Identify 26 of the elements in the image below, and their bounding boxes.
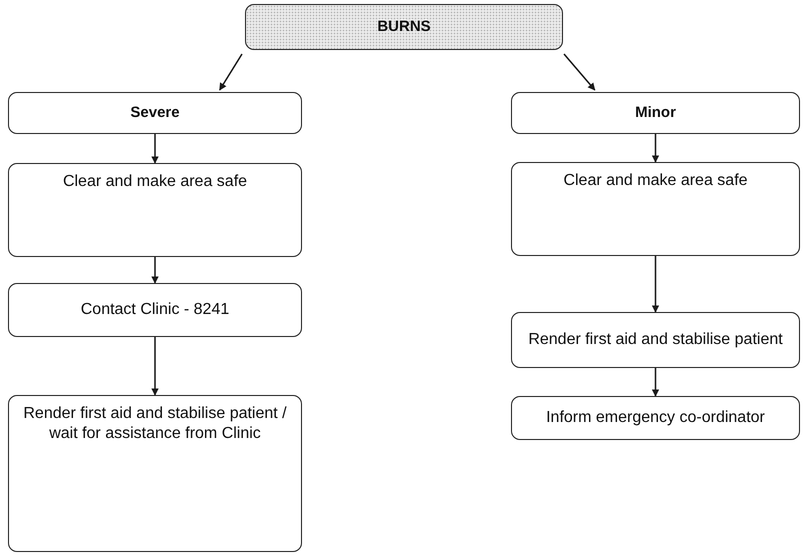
- heading-text: BURNS: [377, 18, 431, 36]
- step-box: [511, 396, 800, 440]
- arrow: [151, 134, 159, 164]
- step-box: [511, 312, 800, 368]
- step-text: Contact Clinic - 8241: [80, 300, 230, 320]
- step-box: [511, 162, 800, 256]
- arrow: [563, 54, 596, 91]
- arrow: [652, 134, 660, 163]
- category-box: [511, 92, 800, 134]
- arrow: [151, 337, 159, 396]
- title-box: [245, 4, 563, 50]
- step-text: Render first aid and stabilise patient: [528, 330, 783, 350]
- step-text: Clear and make area safe: [62, 172, 248, 192]
- heading-text: Minor: [635, 104, 676, 122]
- step-box: [8, 283, 302, 337]
- arrow: [652, 368, 660, 397]
- arrow: [219, 54, 243, 91]
- step-text: Clear and make area safe: [563, 171, 748, 191]
- arrow: [151, 257, 159, 284]
- step-text: Inform emergency co-ordinator: [546, 408, 765, 428]
- category-box: [8, 92, 302, 134]
- step-text: Render first aid and stabilise patient / wait for assistance from Clinic: [22, 404, 288, 444]
- heading-text: Severe: [130, 104, 180, 122]
- step-box: [8, 163, 302, 257]
- arrow: [652, 256, 660, 313]
- step-box: [8, 395, 302, 552]
